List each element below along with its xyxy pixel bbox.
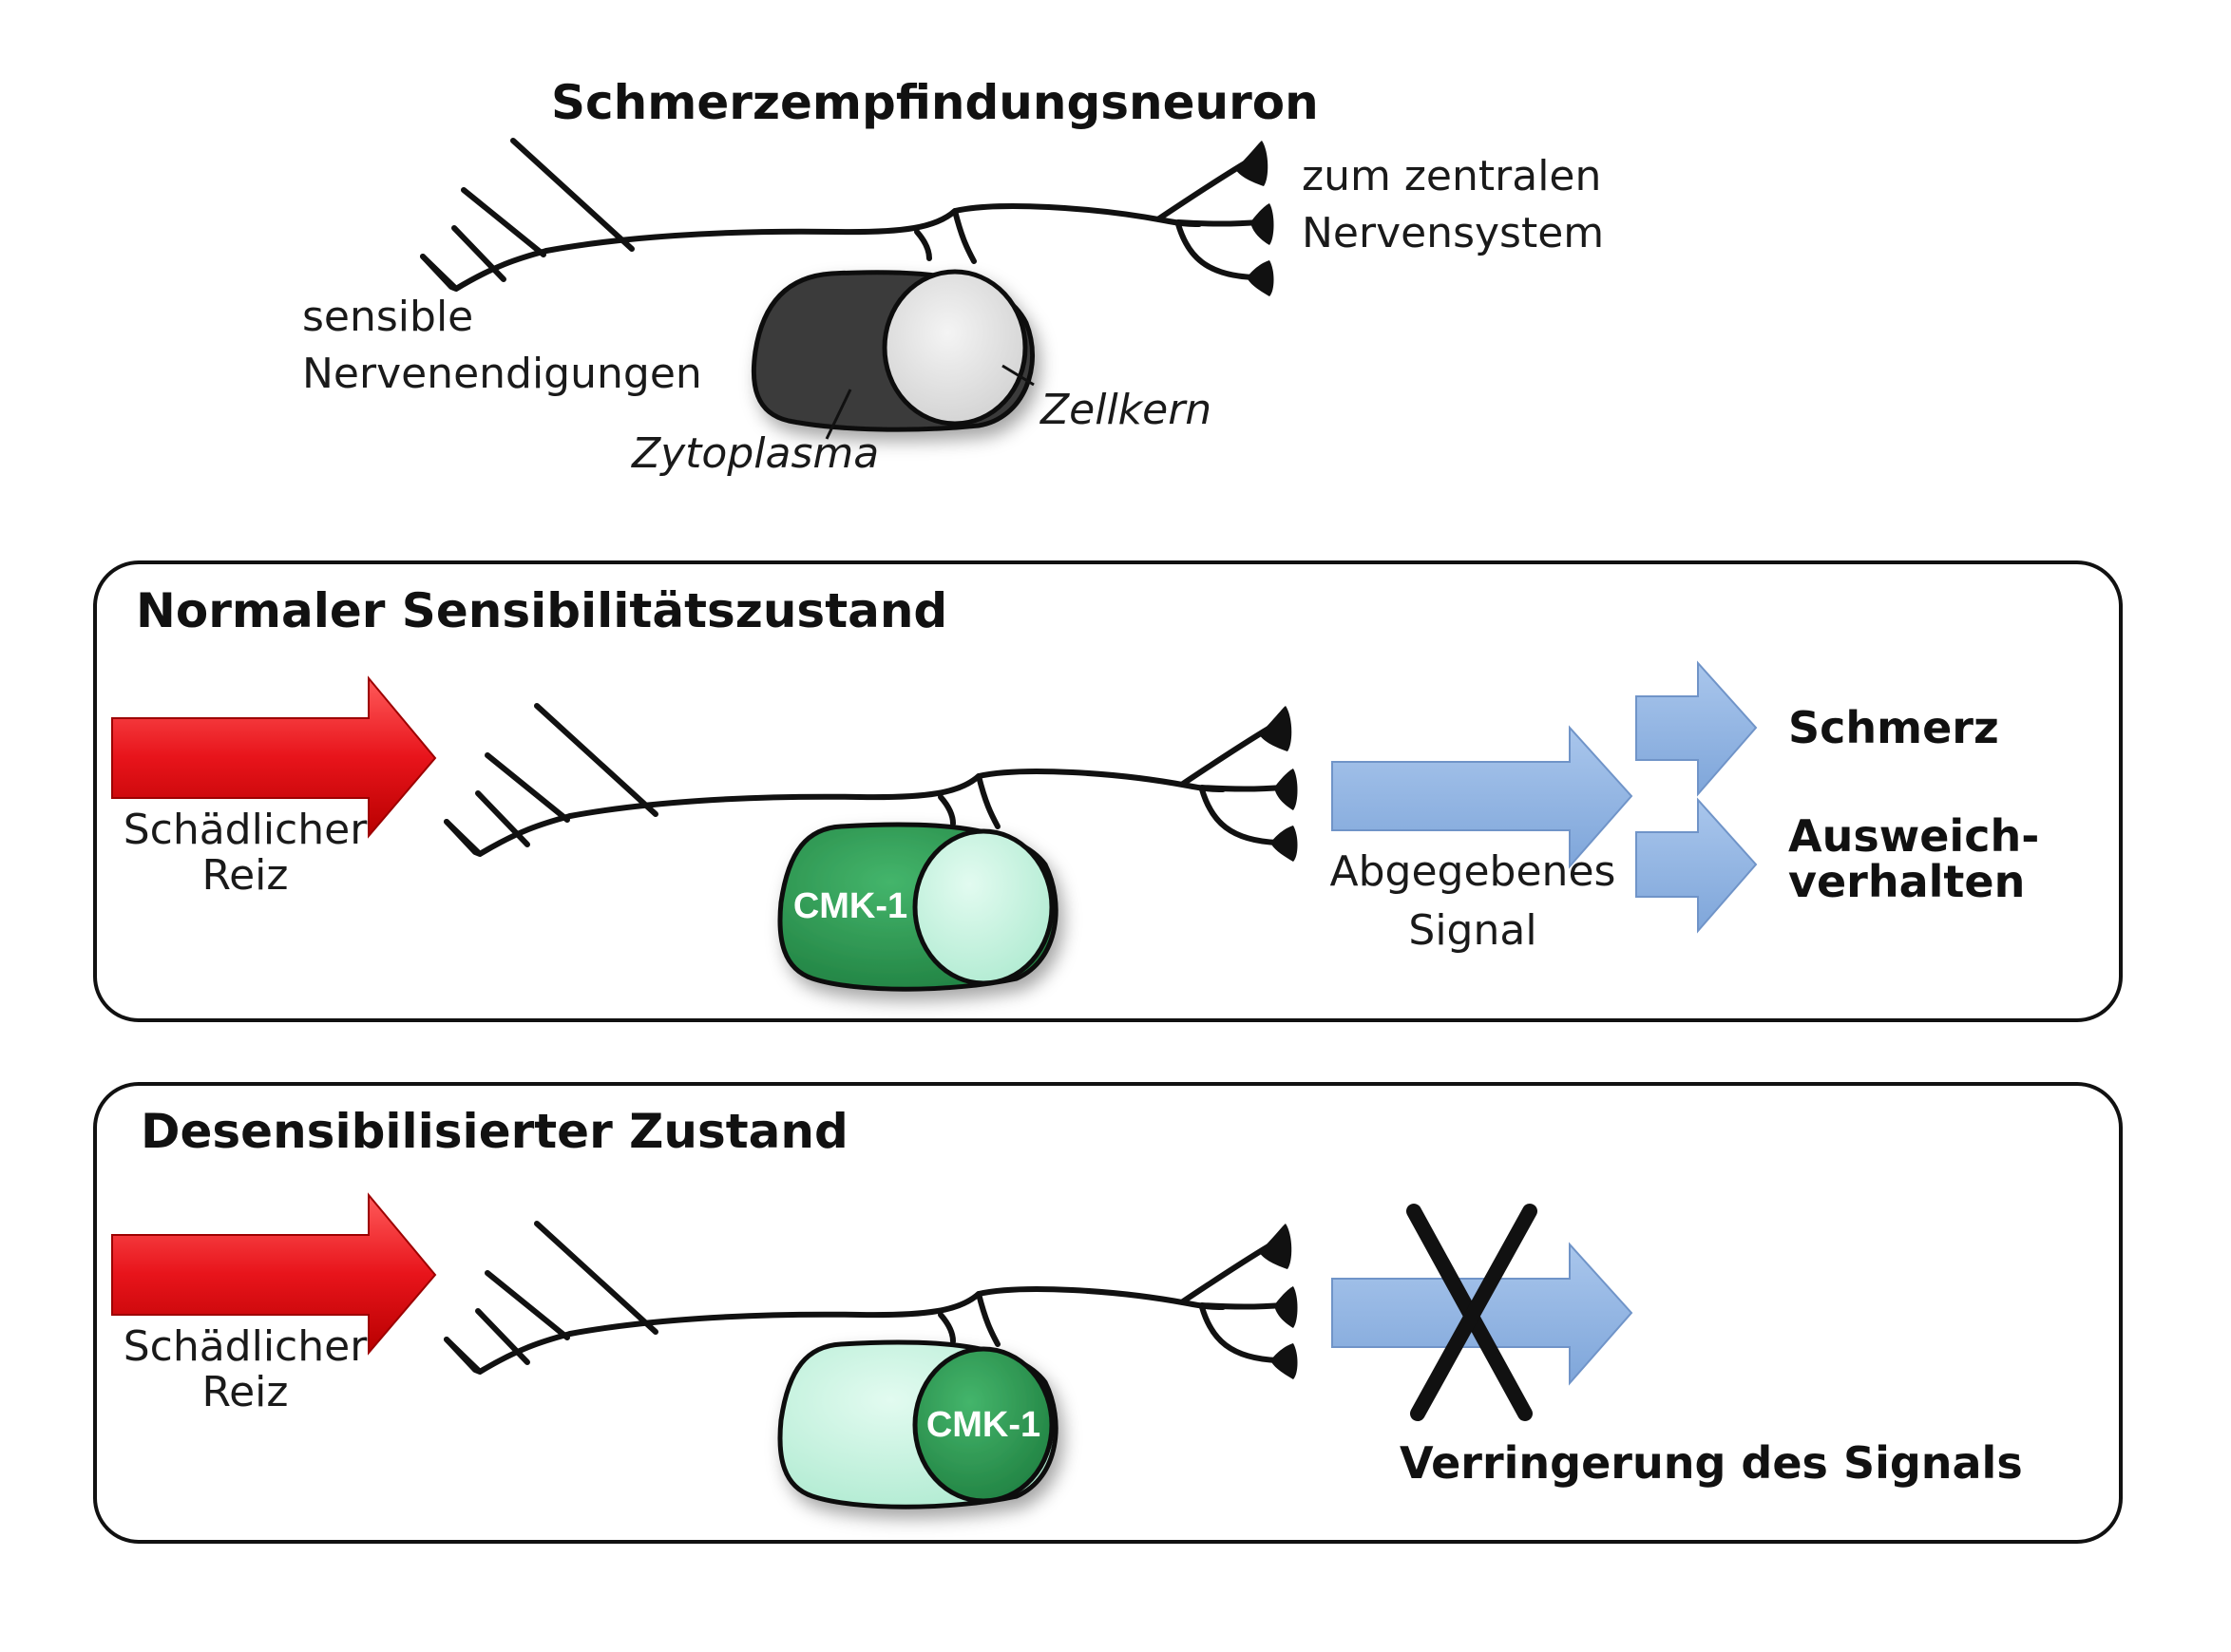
schematic-cell-body <box>751 269 1036 432</box>
panel-normal-title: Normaler Sensibilitätszustand <box>136 583 947 638</box>
nucleus-desensitized-shape <box>912 1346 1055 1504</box>
cmk1-label-nucleus: CMK-1 <box>926 1405 1040 1445</box>
outcome-pain: Schmerz <box>1788 702 1999 753</box>
label-endings-line1: sensible <box>302 293 473 341</box>
panel-normal-frame <box>93 560 2123 1022</box>
stimulus-label-desensitized-line1: Schädlicher <box>124 1322 368 1371</box>
label-cns-line2: Nervensystem <box>1302 209 1604 257</box>
stimulus-label-normal-line2: Reiz <box>202 851 289 900</box>
schematic-neuron: Schmerzempfindungsneuron sensible Nerven… <box>302 75 1604 478</box>
signal-reduction-label: Verringerung des Signals <box>1400 1437 2023 1489</box>
panel-desensitized-title: Desensibilisierter Zustand <box>141 1104 849 1159</box>
nucleus-leader-line <box>1001 364 1035 387</box>
cell-body-normal <box>777 822 1058 992</box>
signal-arrow-normal <box>1331 725 1633 869</box>
signal-label-line2: Signal <box>1408 906 1536 955</box>
schematic-title: Schmerzempfindungsneuron <box>551 75 1319 130</box>
label-cytoplasm: Zytoplasma <box>631 429 879 478</box>
panel-desensitized: Desensibilisierter Zustand Schädlicher R… <box>93 1082 2123 1544</box>
label-cns-line1: zum zentralen <box>1302 152 1601 200</box>
nucleus-normal-shape <box>912 828 1055 986</box>
label-endings-line2: Nervenendigungen <box>302 350 702 398</box>
panel-normal: Normaler Sensibilitätszustand Schädliche… <box>93 560 2123 1022</box>
nucleus-shape <box>882 269 1028 427</box>
cell-body-desensitized <box>777 1339 1058 1510</box>
cytoplasm-leader-line <box>825 389 852 440</box>
signal-label-line1: Abgegebenes <box>1330 847 1616 896</box>
outcome-avoidance-line1: Ausweich- <box>1788 810 2039 862</box>
panel-desensitized-frame <box>93 1082 2123 1544</box>
signal-arrow-desensitized <box>1331 1242 1633 1386</box>
stimulus-label-normal-line1: Schädlicher <box>124 806 368 854</box>
blocked-x-mark <box>1406 1204 1537 1421</box>
label-nucleus: Zellkern <box>1039 386 1211 434</box>
outcome-arrow-avoidance <box>1635 797 1758 934</box>
outcome-arrow-pain <box>1635 660 1758 797</box>
stimulus-label-desensitized-line2: Reiz <box>202 1368 289 1416</box>
outcome-avoidance-line2: verhalten <box>1788 856 2025 907</box>
cmk1-label-cytoplasm: CMK-1 <box>793 886 907 926</box>
